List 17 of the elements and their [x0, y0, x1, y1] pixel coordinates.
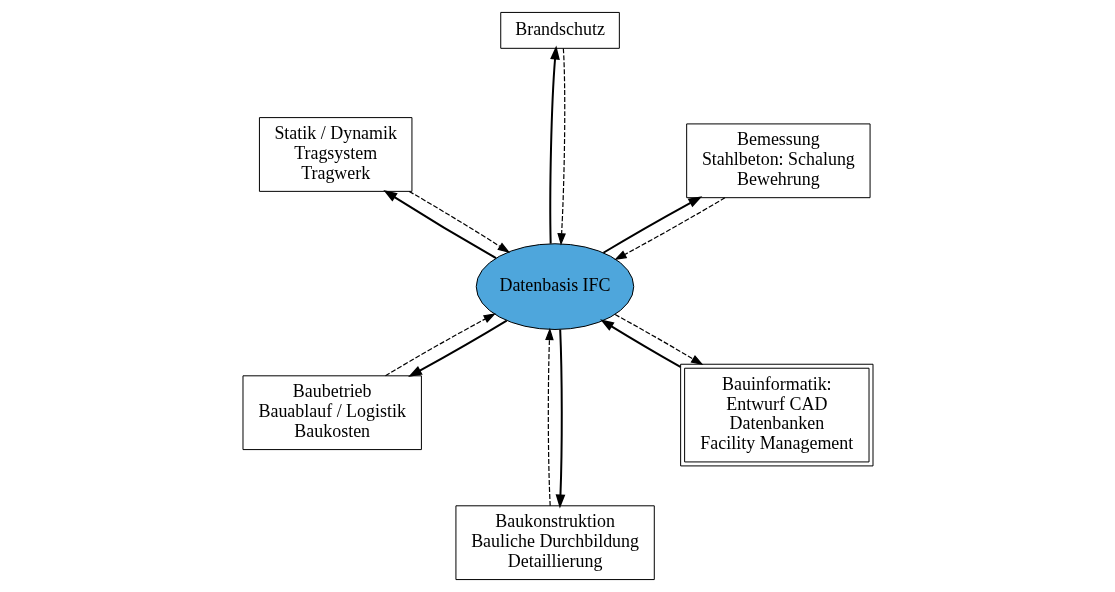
- node-box: Baubetrieb Bauablauf / Logistik Baukosten: [242, 375, 422, 451]
- arrow: [548, 45, 560, 245]
- arrow: [382, 189, 497, 260]
- arrow: [544, 327, 554, 507]
- node-box: Brandschutz: [499, 11, 620, 49]
- arrow: [613, 197, 725, 261]
- arrow: [601, 196, 702, 254]
- node-box: Bemessung Stahlbeton: Schalung Bewehrung: [685, 123, 871, 199]
- arrow: [408, 190, 510, 253]
- arrow: [555, 328, 565, 509]
- node-box: Statik / Dynamik Tragsystem Tragwerk: [258, 117, 412, 192]
- arrow: [556, 47, 566, 246]
- arrow: [599, 319, 681, 368]
- arrow: [407, 319, 508, 378]
- arrow: [614, 313, 703, 366]
- node-box: Baukonstruktion Bauliche Durchbildung Detaillierung: [454, 505, 655, 581]
- arrow: [384, 313, 496, 377]
